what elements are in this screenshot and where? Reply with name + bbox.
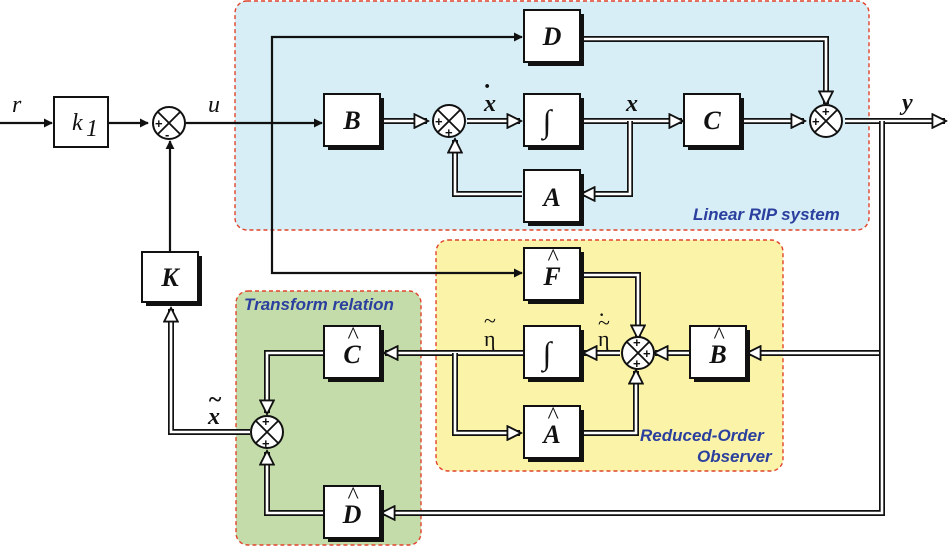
- svg-text:+: +: [155, 116, 163, 131]
- signal-y: y: [899, 90, 913, 116]
- svg-text:·: ·: [598, 302, 605, 327]
- signal-eta-tilde: η ~: [484, 308, 496, 351]
- svg-text:^: ^: [547, 403, 559, 429]
- svg-text:+: +: [262, 436, 270, 451]
- svg-text:+: +: [262, 414, 270, 429]
- label-reduced-order: Reduced-Order: [640, 426, 765, 445]
- svg-text:K: K: [160, 263, 180, 292]
- svg-text:C: C: [343, 340, 361, 369]
- label-observer: Observer: [697, 447, 773, 466]
- block-F-hat: F ^: [523, 245, 584, 304]
- svg-text:x: x: [483, 91, 496, 117]
- signal-eta-tilde-dot: η ~ ·: [598, 302, 610, 351]
- svg-text:B: B: [342, 106, 360, 135]
- svg-text:η: η: [598, 326, 610, 351]
- svg-text:+: +: [812, 114, 820, 129]
- signal-u: u: [208, 92, 220, 118]
- svg-text:A: A: [541, 420, 560, 449]
- svg-text:A: A: [541, 183, 560, 212]
- svg-text:+: +: [633, 356, 641, 371]
- svg-text:x: x: [207, 404, 220, 430]
- block-B: B: [323, 93, 384, 150]
- block-D: D: [523, 9, 584, 66]
- svg-text:∫: ∫: [541, 335, 554, 373]
- svg-text:+: +: [445, 125, 453, 140]
- svg-text:B: B: [708, 340, 726, 369]
- svg-text:^: ^: [547, 245, 559, 271]
- svg-text:D: D: [342, 500, 362, 529]
- block-A: A: [523, 169, 584, 226]
- svg-text:·: ·: [484, 74, 490, 100]
- svg-text:∫: ∫: [541, 103, 554, 141]
- svg-text:~: ~: [484, 308, 496, 333]
- svg-text:+: +: [822, 104, 830, 119]
- block-D-hat: D ^: [323, 483, 384, 542]
- block-k1: k 1: [53, 96, 109, 148]
- double-wires: [171, 36, 945, 513]
- svg-text:D: D: [542, 22, 562, 51]
- svg-text:1: 1: [86, 116, 98, 142]
- svg-text:+: +: [643, 346, 651, 361]
- summing-junction-observer: + + +: [621, 335, 655, 371]
- label-transform-relation: Transform relation: [244, 295, 394, 314]
- svg-text:+: +: [633, 335, 641, 350]
- signal-x-dot: x ·: [483, 74, 496, 117]
- block-A-hat: A ^: [523, 403, 584, 462]
- label-linear-rip-system: Linear RIP system: [693, 205, 840, 224]
- svg-text:-: -: [165, 127, 169, 142]
- signal-x-tilde: x ~: [207, 387, 222, 430]
- svg-text:^: ^: [347, 483, 359, 509]
- svg-text:η: η: [484, 326, 496, 351]
- svg-text:C: C: [703, 106, 721, 135]
- signal-r: r: [12, 92, 22, 118]
- single-wires: [0, 32, 523, 278]
- block-B-hat: B ^: [689, 323, 750, 382]
- svg-text:^: ^: [713, 323, 725, 349]
- summing-junction-state: + +: [432, 104, 466, 140]
- block-integrator-observer: ∫: [523, 325, 584, 382]
- svg-text:F: F: [542, 262, 560, 291]
- svg-text:k: k: [72, 110, 83, 136]
- block-C-hat: C ^: [323, 323, 384, 382]
- summing-junction-transform: + +: [250, 414, 284, 451]
- svg-text:^: ^: [347, 323, 359, 349]
- summing-junction-output: + +: [809, 104, 843, 138]
- summing-junction-input: + -: [152, 106, 186, 142]
- svg-text:~: ~: [598, 310, 610, 335]
- block-integrator: ∫: [523, 93, 584, 150]
- signal-x: x: [625, 91, 638, 117]
- block-C: C: [683, 93, 744, 150]
- svg-text:+: +: [435, 114, 443, 129]
- svg-text:~: ~: [208, 387, 222, 413]
- block-gain-K: K: [141, 251, 202, 306]
